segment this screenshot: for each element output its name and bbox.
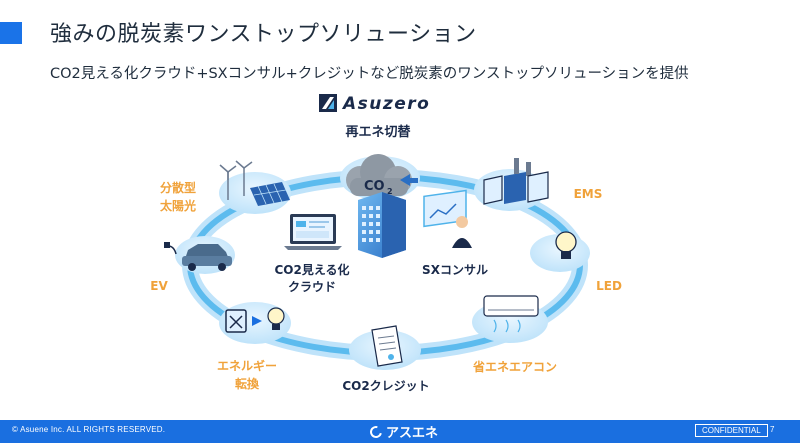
building-icon [358, 192, 406, 258]
copyright-text: © Asuene Inc. ALL RIGHTS RESERVED. [12, 425, 166, 434]
page-subtitle: CO2見える化クラウド+SXコンサル+クレジットなど脱炭素のワンストップソリュー… [50, 66, 689, 82]
co2-cloud-subscript: 2 [387, 187, 393, 196]
co2-visualization-label-1: CO2見える化 [275, 262, 350, 277]
led-bulb-icon [555, 231, 577, 259]
confidential-badge: CONFIDENTIAL [695, 424, 768, 437]
solution-diagram: Asuzero 再エネ切替 CO 2 [150, 94, 622, 393]
ev-label: EV [150, 279, 168, 293]
energy-saving-ac-label: 省エネエアコン [472, 359, 557, 374]
page-title: 強みの脱炭素ワンストップソリューション [50, 22, 477, 47]
credit-document-icon [371, 325, 403, 367]
asuzero-logo: Asuzero [319, 94, 430, 114]
energy-conversion-label-2: 転換 [235, 376, 260, 391]
solar-wind-icon [219, 160, 290, 206]
page-number: 7 [770, 425, 775, 434]
asuzero-logo-text: Asuzero [341, 94, 430, 114]
co2-cloud-text: CO [364, 179, 385, 194]
ems-factory-icon [483, 158, 549, 205]
co2-credit-label: CO2クレジット [342, 379, 429, 393]
ev-car-icon [164, 242, 232, 271]
distributed-solar-label-2: 太陽光 [160, 198, 196, 213]
asuzero-mark-icon [319, 94, 337, 112]
footer-logo-text: アスエネ [386, 426, 439, 441]
renewable-switch-label: 再エネ切替 [345, 124, 411, 140]
asuene-logo-icon [367, 423, 385, 440]
co2-visualization-label-2: クラウド [288, 280, 336, 294]
title-accent-bar [0, 22, 22, 44]
co2-cloud-icon: CO 2 [346, 154, 418, 196]
distributed-solar-label-1: 分散型 [160, 180, 196, 195]
footer-logo: アスエネ [367, 422, 439, 441]
footer-bar: © Asuene Inc. ALL RIGHTS RESERVED. アスエネ … [0, 420, 800, 443]
sx-consulting-label: SXコンサル [422, 263, 488, 277]
consultant-icon [423, 189, 472, 248]
energy-conversion-label-1: エネルギー [217, 358, 277, 373]
laptop-icon [284, 214, 342, 250]
led-label: LED [596, 279, 622, 293]
energy-conversion-icon [225, 307, 285, 333]
air-conditioner-icon [483, 295, 539, 333]
ems-label: EMS [574, 187, 603, 201]
